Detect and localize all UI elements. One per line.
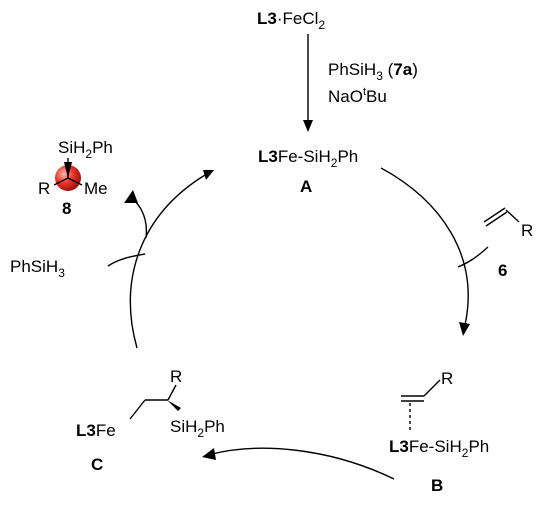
species-c-fe: L3Fe [76, 421, 116, 440]
species-c-r: R [170, 367, 182, 386]
species-a-label: A [300, 177, 312, 196]
species-c-label: C [91, 455, 103, 474]
reagent-base: NaOtBu [328, 86, 387, 106]
cycle-arrow-c-to-a [129, 170, 214, 349]
alkene-6-r: R [521, 221, 533, 240]
alkene-6-structure [483, 207, 520, 227]
species-b-alkene-structure [401, 379, 441, 430]
alkene-entry-arrow [457, 246, 489, 268]
species-b-formula: L3Fe-SiH2Ph [389, 437, 489, 460]
silane-reagent-label: PhSiH3 [10, 257, 65, 280]
species-c-structure [129, 384, 181, 420]
activation-arrow [303, 34, 313, 132]
alkene-6-label: 6 [498, 261, 507, 280]
product-8-me: Me [84, 179, 108, 198]
product-8-r: R [38, 179, 50, 198]
reagent-silane-7a: PhSiH3 (7a) [328, 60, 418, 83]
cycle-arrow-b-to-c [202, 447, 395, 480]
product-8-silyl: SiH2Ph [58, 138, 113, 161]
species-a-formula: L3Fe-SiH2Ph [258, 147, 358, 170]
product-8-stereocenter-ball [53, 158, 83, 191]
species-b-r: R [441, 369, 453, 388]
silane-entry-arrow [107, 253, 146, 267]
product-8-label: 8 [62, 199, 71, 218]
species-b-label: B [431, 476, 443, 495]
cycle-arrow-a-to-b [380, 167, 470, 336]
precatalyst-formula: L3·FeCl2 [257, 9, 325, 32]
species-c-silyl: SiH2Ph [170, 417, 225, 440]
product-release-arrow [124, 190, 148, 239]
